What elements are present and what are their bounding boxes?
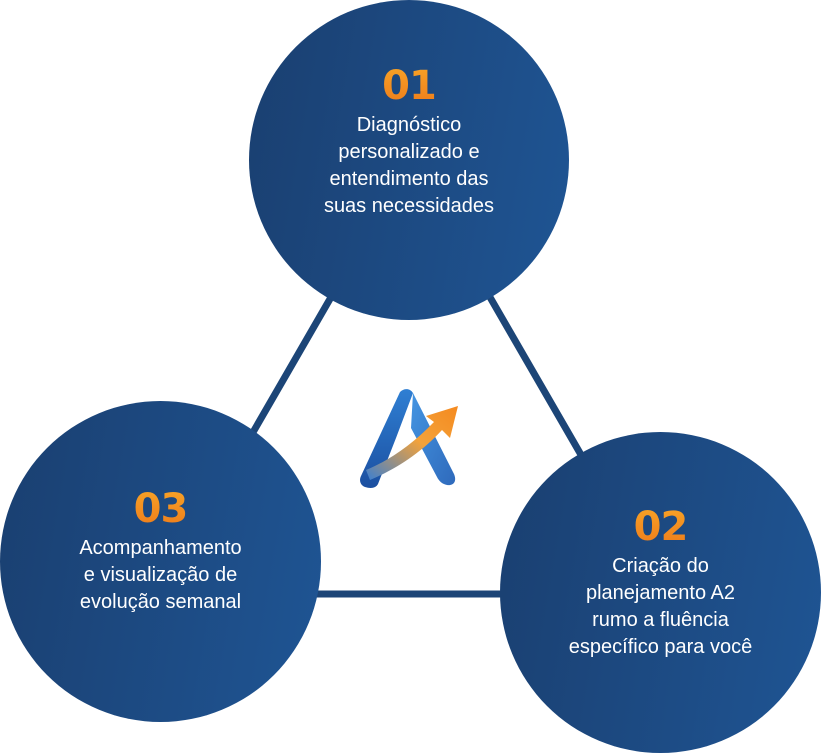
step-description: Criação do planejamento A2 rumo a fluênc… [569, 553, 752, 661]
step-number: 02 [633, 503, 689, 550]
step-description-line: específico para você [568, 635, 753, 658]
step-circle-1: 01 Diagnóstico personalizado e entendime… [249, 0, 569, 320]
step-description-line: Acompanhamento [79, 537, 242, 559]
step-description-line: Criação do [612, 554, 709, 577]
logo-left-stroke [360, 389, 413, 488]
step-description-line: suas necessidades [323, 195, 495, 217]
step-number: 03 [133, 486, 189, 532]
step-description-line: entendimento das [329, 168, 489, 190]
step-number: 01 [382, 63, 437, 109]
step-description-line: Diagnóstico [356, 114, 462, 136]
step-description-line: rumo a fluência [592, 608, 729, 631]
step-description: Acompanhamento e visualização de evoluçã… [79, 535, 241, 616]
connector-step1-step2 [483, 290, 588, 462]
step-circle-2: 02 Criação do planejamento A2 rumo a flu… [500, 432, 821, 753]
step-description-line: evolução semanal [79, 591, 242, 613]
step-description-line: personalizado e [338, 141, 480, 163]
step-description: Diagnóstico personalizado e entendimento… [324, 112, 494, 220]
a2-arrow-logo-icon [360, 389, 458, 488]
step-description-line: e visualização de [83, 564, 238, 586]
step-circle-3: 03 Acompanhamento e visualização de evol… [0, 401, 321, 722]
logo-arrow [366, 406, 458, 480]
step-description-line: planejamento A2 [585, 581, 735, 604]
